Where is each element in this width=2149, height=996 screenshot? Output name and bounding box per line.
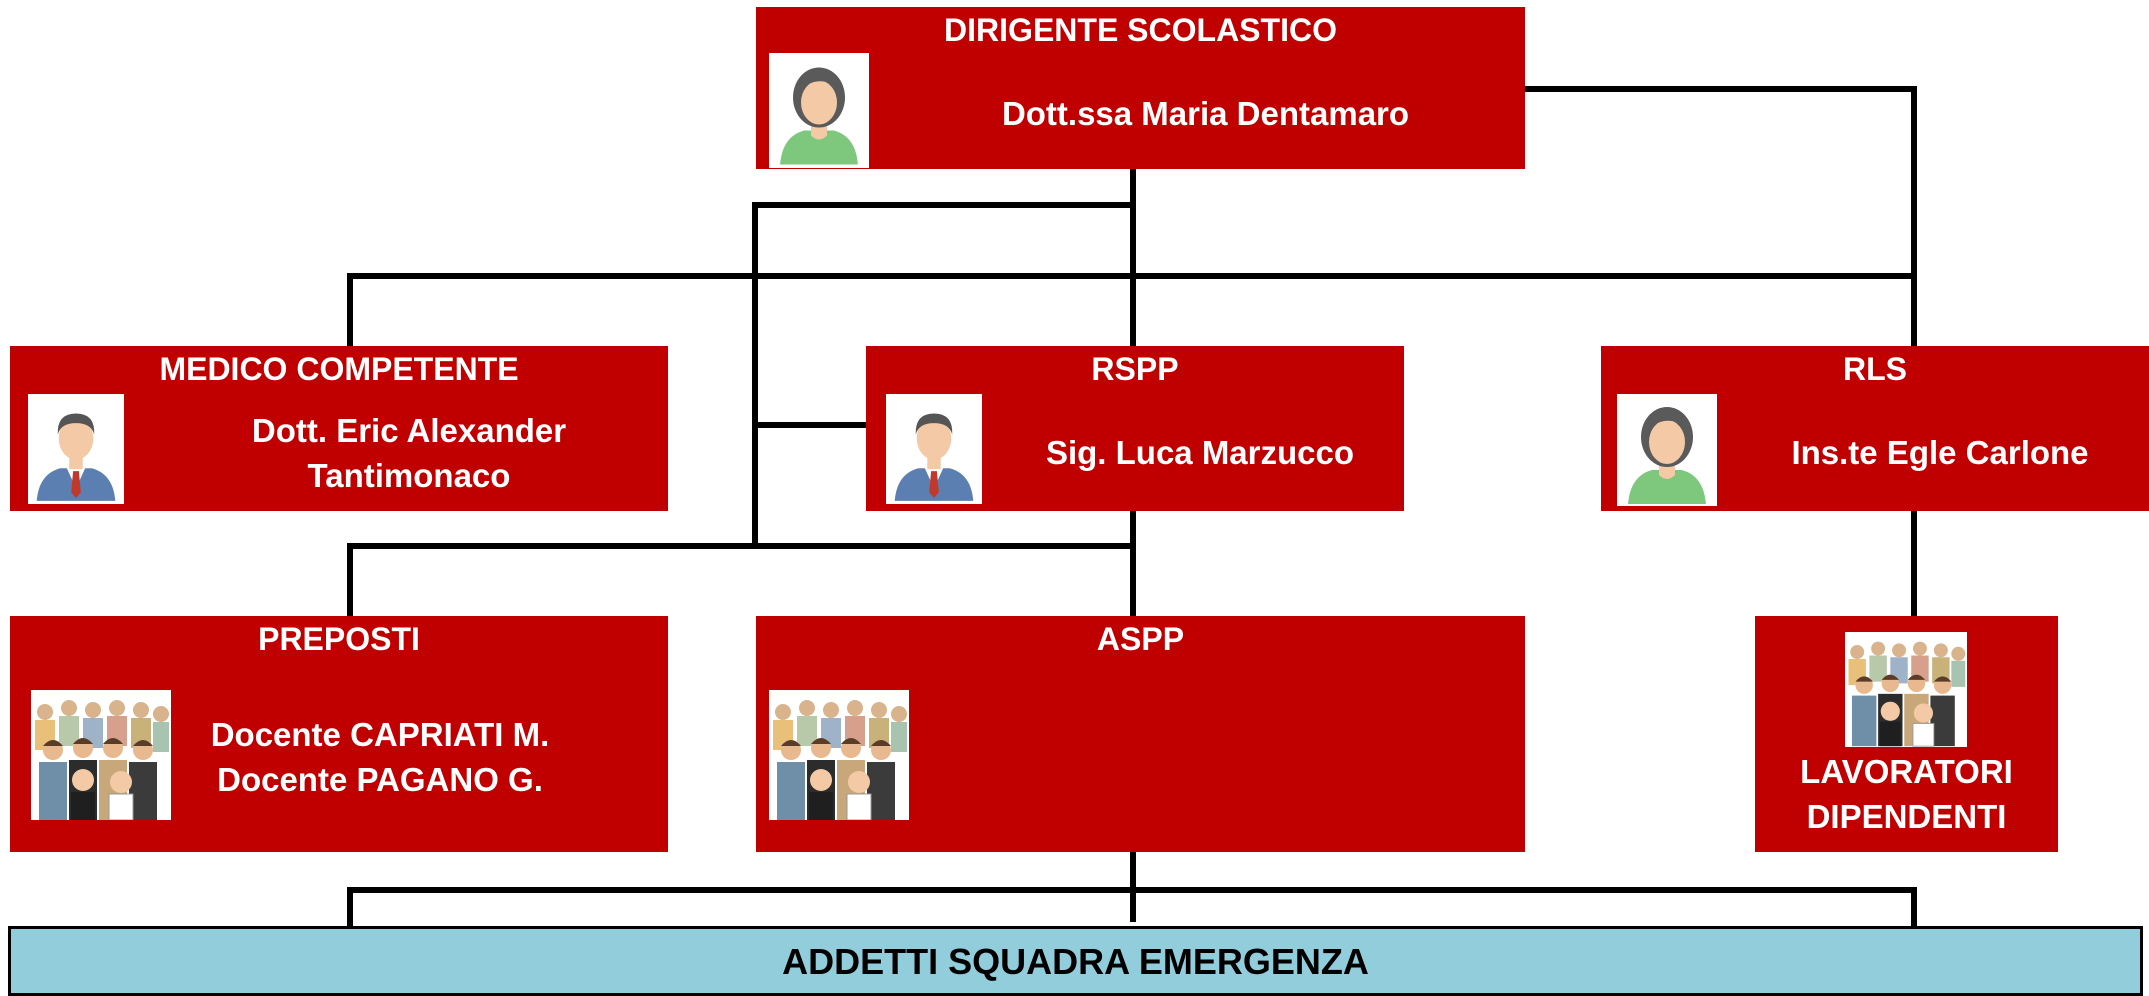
preposti-name-line1: Docente CAPRIATI M. [210,716,550,753]
preposti-name-line2: Docente PAGANO G. [217,761,543,798]
medico-title: MEDICO COMPETENTE [159,351,519,387]
aspp-box: ASPP [756,616,1525,852]
rspp-title: RSPP [1091,351,1179,387]
lavoratori-title-line1: LAVORATORI [1800,753,2013,790]
lavoratori-box: LAVORATORI DIPENDENTI [1755,616,2058,852]
preposti-title: PREPOSTI [258,621,420,657]
emergenza-title: ADDETTI SQUADRA EMERGENZA [782,941,1369,982]
male-person-icon [886,394,982,504]
medico-competente-box: MEDICO COMPETENTE Dott. Eric Alexander T… [10,346,668,511]
medico-name-line2: Tantimonaco [307,457,511,494]
dirigente-scolastico-box: DIRIGENTE SCOLASTICO Dott.ssa Maria Dent… [756,7,1525,169]
connector [752,202,1136,208]
medico-name-line1: Dott. Eric Alexander [251,412,567,449]
dirigente-name: Dott.ssa Maria Dentamaro [1001,95,1410,132]
connector [347,273,353,346]
rls-title: RLS [1843,351,1907,387]
connector [1525,86,1915,92]
connector [1911,887,1917,929]
aspp-title: ASPP [1096,621,1185,657]
female-person-icon [1617,394,1717,506]
male-person-icon [28,394,124,504]
connector [347,887,1917,893]
preposti-box: PREPOSTI Docente CAPRIATI M. Docente PAG… [10,616,668,852]
addetti-squadra-emergenza-box: ADDETTI SQUADRA EMERGENZA [8,926,2143,996]
connector [752,202,758,547]
connector [347,887,353,929]
lavoratori-title-line2: DIPENDENTI [1806,798,2007,835]
connector [752,422,866,428]
rls-box: RLS Ins.te Egle Carlone [1601,346,2149,511]
rspp-box: RSPP Sig. Luca Marzucco [866,346,1404,511]
group-people-icon [769,690,909,820]
group-people-icon [1845,632,1967,747]
rls-name: Ins.te Egle Carlone [1791,434,2089,471]
connector [347,273,1917,279]
connector [347,543,1136,549]
group-people-icon [31,690,171,820]
female-person-icon [769,53,869,168]
rspp-name: Sig. Luca Marzucco [1045,434,1355,471]
dirigente-title: DIRIGENTE SCOLASTICO [944,12,1337,48]
connector [347,543,353,616]
